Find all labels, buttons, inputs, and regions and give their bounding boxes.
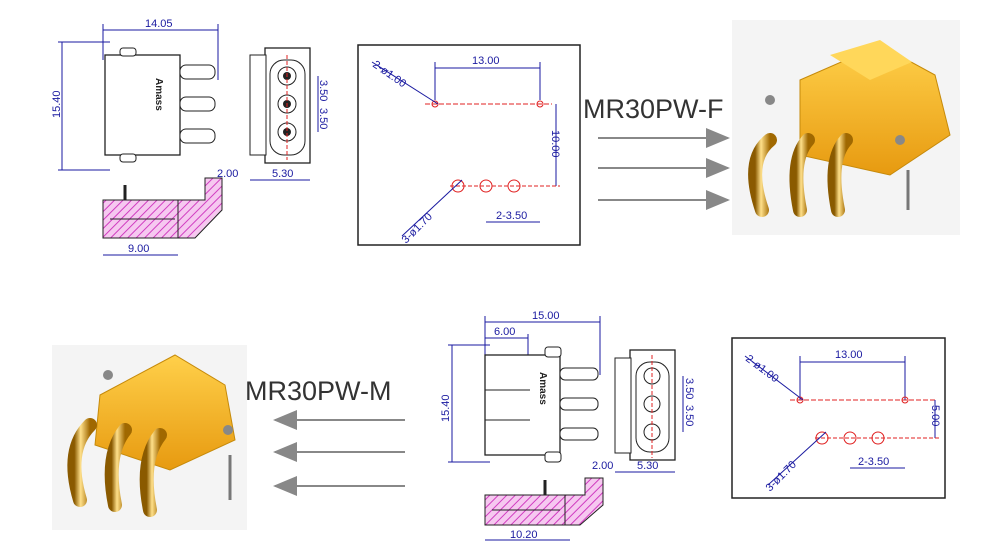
top-arrows bbox=[598, 128, 730, 210]
top-section-length: 9.00 bbox=[128, 243, 149, 255]
bottom-inner-dim: 6.00 bbox=[494, 326, 515, 338]
bottom-fp-spacing: 13.00 bbox=[835, 349, 863, 361]
bottom-width-dim: 15.00 bbox=[532, 310, 560, 322]
top-part-label: MR30PW-F bbox=[583, 94, 724, 124]
bottom-footprint: 13.00 2-ø1.00 5.00 3-ø1.70 2-3.50 bbox=[731, 337, 946, 499]
top-end-view: 3.50 3.50 2.00 5.30 bbox=[217, 47, 329, 181]
top-width-dim: 14.05 bbox=[145, 18, 173, 30]
bottom-brand-mark: Amass bbox=[537, 372, 548, 405]
top-end-pitch-a: 3.50 bbox=[317, 80, 329, 101]
top-footprint: 13.00 2-ø1.00 10.00 3-ø1.70 2-3.50 bbox=[357, 44, 581, 246]
top-connector-photo bbox=[732, 20, 960, 235]
bottom-section-view: 10.20 bbox=[484, 477, 604, 541]
top-fp-row-gap: 10.00 bbox=[549, 130, 561, 158]
bottom-end-offset: 2.00 bbox=[592, 460, 613, 472]
bottom-end-view: 3.50 3.50 2.00 5.30 bbox=[592, 349, 695, 473]
top-end-width: 5.30 bbox=[272, 168, 293, 180]
bottom-height-dim: 15.40 bbox=[440, 394, 452, 422]
top-height-dim: 15.40 bbox=[51, 90, 63, 118]
top-fp-hole-pitch: 2-3.50 bbox=[496, 210, 527, 222]
bottom-fp-hole-pitch: 2-3.50 bbox=[858, 456, 889, 468]
top-section-view: 9.00 bbox=[102, 177, 223, 256]
top-brand-mark: Amass bbox=[153, 78, 164, 111]
bottom-connector-photo bbox=[52, 345, 247, 530]
top-end-pitch-b: 3.50 bbox=[317, 108, 329, 129]
bottom-part-label: MR30PW-M bbox=[245, 376, 392, 406]
top-side-view: 14.05 15.40 Amass bbox=[51, 18, 219, 171]
top-fp-spacing: 13.00 bbox=[472, 55, 500, 67]
bottom-fp-row-gap: 5.00 bbox=[929, 405, 941, 426]
bottom-end-pitch-b: 3.50 bbox=[683, 405, 695, 426]
bottom-arrows bbox=[273, 410, 405, 496]
bottom-side-view: 15.00 6.00 15.40 Amass bbox=[440, 310, 601, 463]
bottom-end-pitch-a: 3.50 bbox=[683, 378, 695, 399]
top-end-offset: 2.00 bbox=[217, 168, 238, 180]
bottom-section-length: 10.20 bbox=[510, 529, 538, 541]
bottom-end-width: 5.30 bbox=[637, 460, 658, 472]
